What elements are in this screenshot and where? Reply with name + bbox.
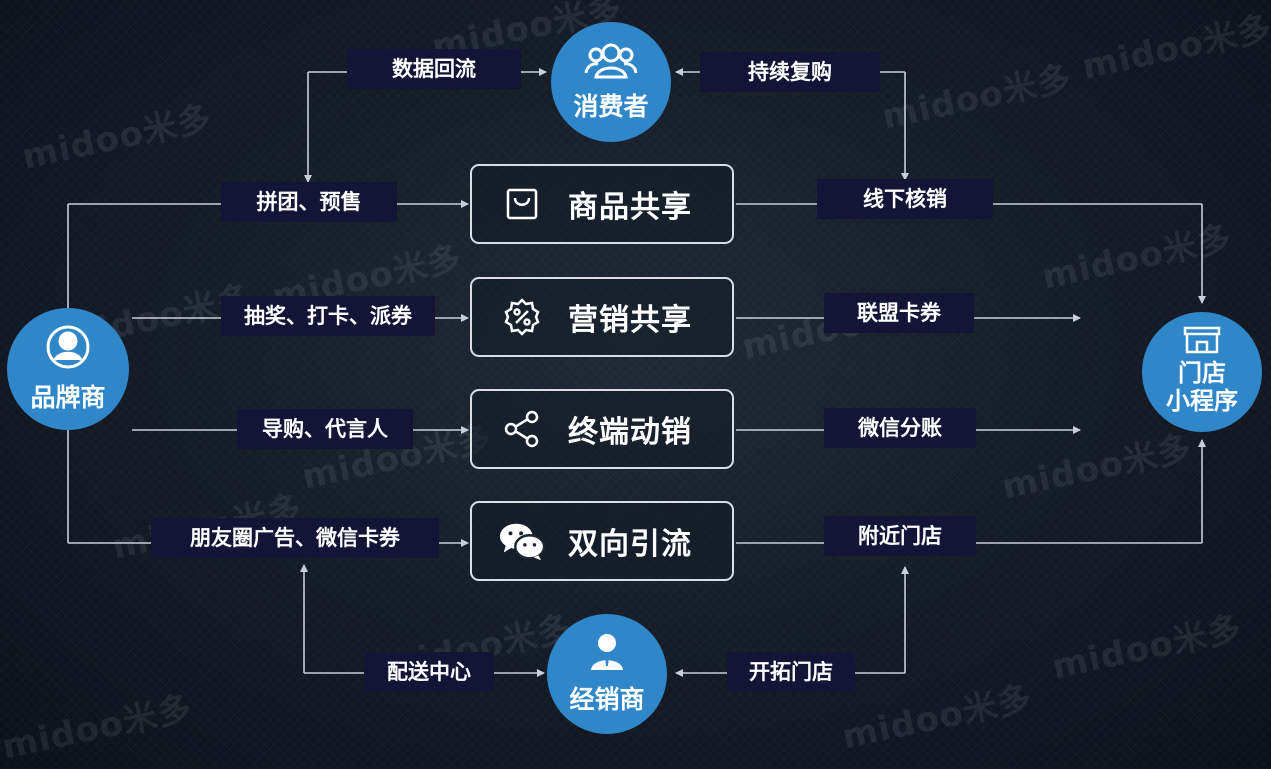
tag-repurchase: 持续复购	[700, 52, 880, 92]
consumer-label: 消费者	[573, 92, 649, 121]
terminal-sales-box: 终端动销	[470, 389, 734, 469]
goods-sharing-box: 商品共享	[470, 164, 734, 244]
goods-sharing-label: 商品共享	[568, 190, 692, 225]
tag-nearby-store: 附近门店	[824, 516, 976, 556]
tag-expand-store: 开拓门店	[727, 652, 855, 692]
distributor-label: 经销商	[569, 685, 645, 714]
tag-guide: 导购、代言人	[237, 409, 413, 449]
brand-badge-icon	[45, 324, 91, 374]
distributor-node: 经销商	[547, 614, 667, 734]
users-icon	[584, 41, 638, 85]
store-node: 门店 小程序	[1142, 312, 1262, 432]
marketing-sharing-box: 营销共享	[470, 277, 734, 357]
person-icon	[587, 632, 627, 676]
tag-moments-ads: 朋友圈广告、微信卡券	[151, 518, 439, 558]
tag-data-return: 数据回流	[347, 49, 521, 89]
wechat-icon	[498, 517, 546, 565]
tag-offline-verify: 线下核销	[817, 179, 993, 219]
share-icon	[498, 405, 546, 453]
store-label-line2: 小程序	[1166, 387, 1238, 415]
marketing-sharing-label: 营销共享	[568, 303, 692, 338]
discount-badge-icon	[498, 293, 546, 341]
terminal-sales-label: 终端动销	[568, 415, 692, 450]
brand-node: 品牌商	[7, 308, 129, 430]
shopping-bag-icon	[498, 180, 546, 228]
tag-delivery: 配送中心	[364, 652, 494, 692]
tag-alliance-coupon: 联盟卡券	[824, 293, 974, 333]
tag-wechat-split: 微信分账	[824, 408, 976, 448]
consumer-node: 消费者	[551, 22, 671, 142]
store-label-line1: 门店	[1178, 359, 1226, 387]
tag-group-presale: 拼团、预售	[221, 182, 397, 222]
two-way-traffic-box: 双向引流	[470, 501, 734, 581]
brand-label: 品牌商	[30, 383, 106, 412]
tag-lottery: 抽奖、打卡、派券	[221, 296, 435, 336]
two-way-traffic-label: 双向引流	[568, 527, 692, 562]
store-icon	[1182, 325, 1222, 359]
